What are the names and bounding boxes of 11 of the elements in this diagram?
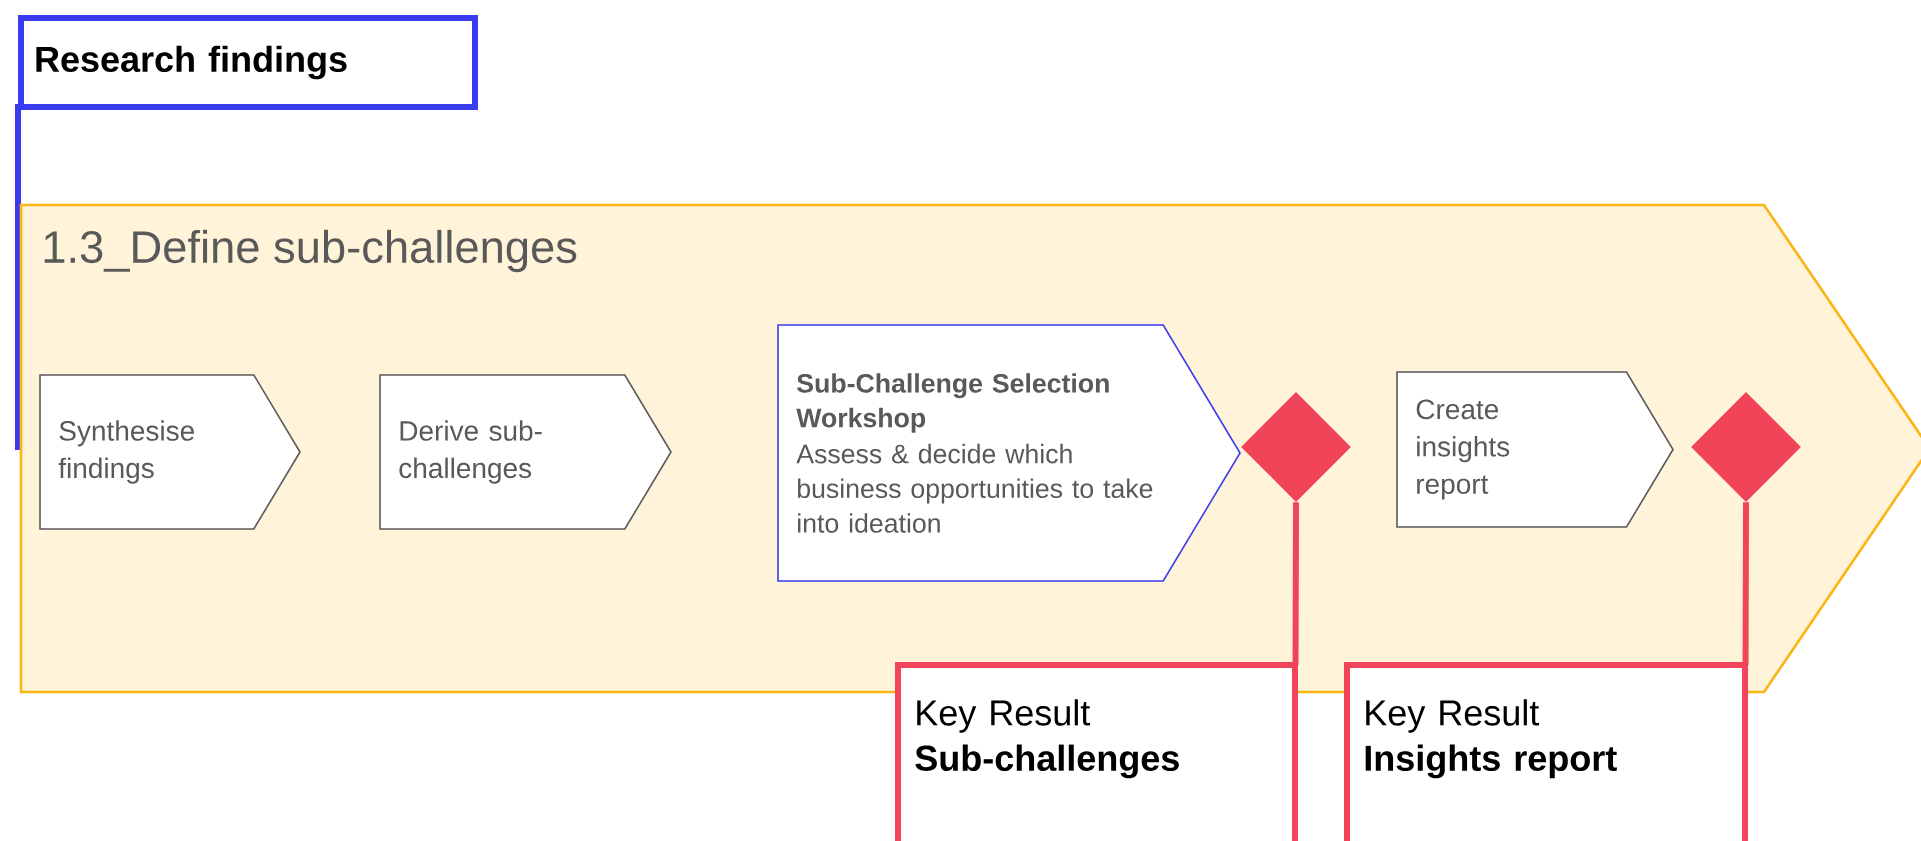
chevron-box: Sub-Challenge Selection Workshop Assess & decide which business opportunities to take into ideation bbox=[777, 324, 1241, 582]
diamond-marker bbox=[1241, 392, 1351, 502]
chevron-box: Create insights report bbox=[1396, 371, 1674, 528]
heading-box: Research findings bbox=[18, 15, 478, 110]
result-box: Key Result Sub-challenges bbox=[895, 662, 1298, 841]
connector-line bbox=[1292, 502, 1299, 665]
result-box: Key Result Insights report bbox=[1344, 662, 1748, 841]
chevron-box: Synthesise findings bbox=[39, 374, 301, 530]
connector-line bbox=[1742, 502, 1749, 665]
diamond-marker bbox=[1691, 392, 1801, 502]
chevron-box: Derive sub-challenges bbox=[379, 374, 672, 530]
